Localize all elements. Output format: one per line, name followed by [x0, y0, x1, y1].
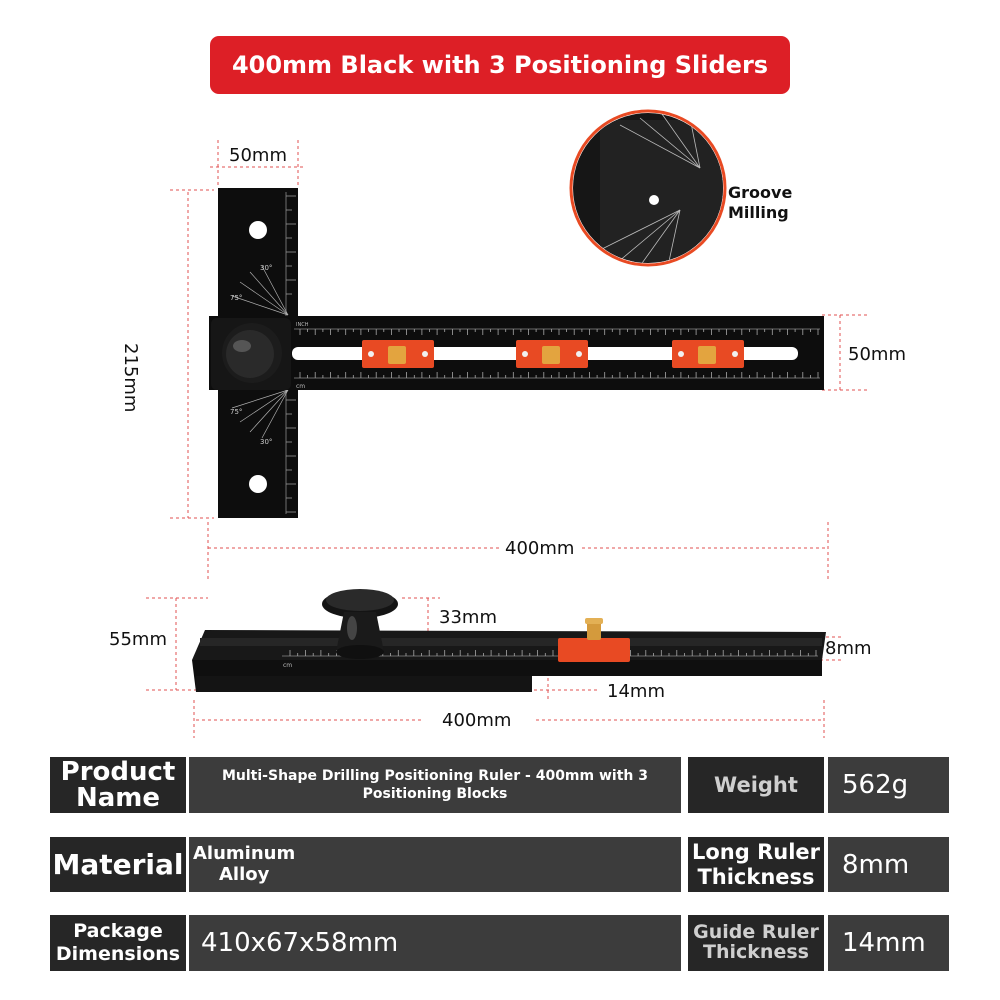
knob-top	[211, 318, 291, 390]
groove-milling-detail	[569, 109, 727, 267]
guide-ruler-thickness-value: 14mm	[828, 915, 949, 971]
product-name-label: Product Name	[50, 757, 186, 813]
slider-3	[672, 340, 744, 368]
dim-guide-thickness: 14mm	[607, 681, 665, 702]
knob-side	[322, 589, 398, 659]
weight-label: Weight	[688, 757, 824, 813]
dim-height: 215mm	[120, 343, 141, 413]
package-dimensions-value: 410x67x58mm	[189, 915, 681, 971]
slider-1	[362, 340, 434, 368]
dim-knob-height: 33mm	[439, 607, 497, 628]
dim-head-width: 50mm	[229, 145, 287, 166]
material-label: Material	[50, 837, 186, 892]
long-ruler-thickness-label: Long Ruler Thickness	[688, 837, 824, 892]
slider-2	[516, 340, 588, 368]
weight-value: 562g	[828, 757, 949, 813]
unit-label: INCH	[296, 322, 309, 328]
side-slider	[558, 618, 630, 662]
material-value: Aluminum Alloy	[189, 837, 681, 892]
product-illustration: 75° 30° 75° 30° INCH cm	[146, 109, 868, 738]
title-banner: 400mm Black with 3 Positioning Sliders	[210, 36, 790, 94]
dim-length-top: 400mm	[505, 538, 575, 559]
angle-label: 30°	[260, 264, 272, 272]
guide-ruler-thickness-label: Guide Ruler Thickness	[688, 915, 824, 971]
unit-label: cm	[296, 383, 305, 390]
side-view-ruler: cm	[192, 630, 826, 692]
unit-label: cm	[283, 662, 292, 669]
banner-title: 400mm Black with 3 Positioning Sliders	[231, 51, 769, 79]
dim-rail-thickness: 8mm	[825, 638, 872, 659]
dimension-guides-side	[146, 597, 842, 738]
product-name-value: Multi-Shape Drilling Positioning Ruler -…	[189, 757, 681, 813]
dim-length-side: 400mm	[442, 710, 512, 731]
long-ruler-thickness-value: 8mm	[828, 837, 949, 892]
ruler-ticks-top	[299, 329, 819, 378]
groove-hole	[649, 195, 659, 205]
package-dimensions-label: Package Dimensions	[50, 915, 186, 971]
dimension-guides-top	[170, 140, 868, 580]
angle-label: 30°	[260, 438, 272, 446]
angle-label: 75°	[230, 408, 242, 416]
angle-label: 75°	[230, 294, 242, 302]
dim-side-height: 55mm	[109, 629, 167, 650]
groove-milling-label: Groove Milling	[728, 183, 793, 222]
dim-ruler-width: 50mm	[848, 344, 906, 365]
